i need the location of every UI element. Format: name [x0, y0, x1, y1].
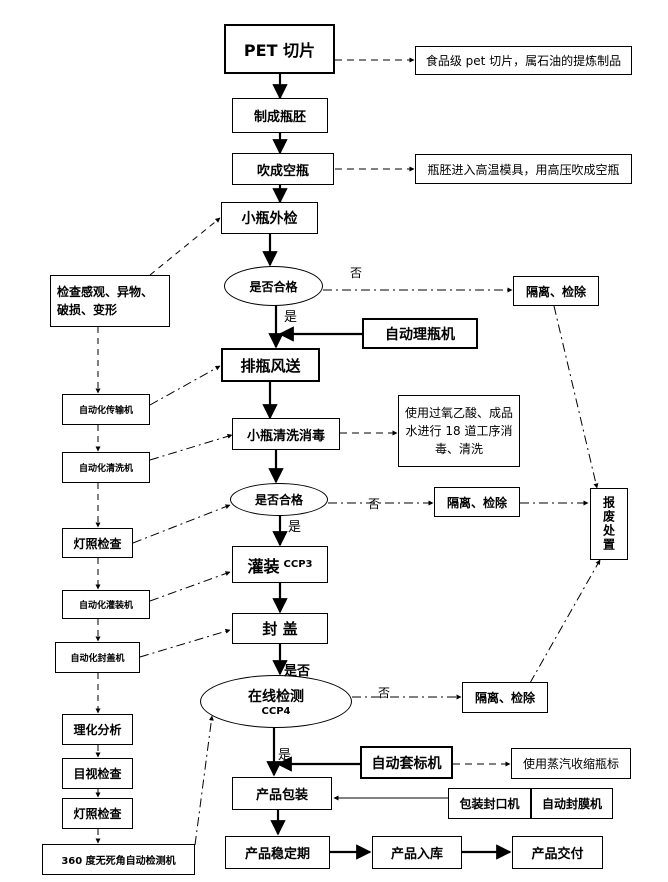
note-wash-disinfect: 使用过氧乙酸、成品水进行 18 道工序消毒、清洗 [398, 395, 520, 467]
node-visual-check: 目视检查 [62, 758, 133, 789]
node-film-sealer: 自动封膜机 [531, 788, 613, 819]
node-isolate-3: 隔离、检除 [462, 682, 548, 713]
label-no-1: 否 [350, 266, 363, 280]
node-packaging: 产品包装 [232, 777, 332, 810]
node-capping: 封 盖 [232, 613, 328, 644]
node-filling-label: 灌装 [247, 556, 280, 576]
node-filling: 灌装 CCP3 [232, 546, 328, 583]
node-check-appearance: 检查感观、异物、破损、变形 [50, 275, 170, 327]
node-auto-bottle-sorter: 自动理瓶机 [362, 318, 478, 349]
label-no-3: 否 [378, 686, 391, 700]
online-check-ccp: CCP4 [261, 706, 291, 717]
node-isolate-1: 隔离、检除 [513, 276, 599, 306]
node-filling-ccp: CCP3 [283, 559, 313, 570]
label-no-2: 否 [368, 497, 381, 511]
node-light-check-2: 灯照检查 [62, 798, 133, 829]
node-auto-capper: 自动化封盖机 [55, 642, 140, 673]
note-labeler: 使用蒸汽收缩瓶标 [511, 748, 631, 779]
node-air-conveyor: 排瓶风送 [221, 348, 320, 382]
node-360-detector: 360 度无死角自动检测机 [42, 844, 195, 875]
node-auto-filler: 自动化灌装机 [62, 590, 150, 619]
node-blow-bottle: 吹成空瓶 [232, 153, 334, 185]
node-wash-disinfect: 小瓶清洗消毒 [232, 418, 340, 450]
decision-qualified-1: 是否合格 [224, 266, 323, 306]
node-pet-chips: PET 切片 [224, 24, 335, 74]
node-storage: 产品入库 [372, 836, 462, 869]
node-physchem-analysis: 理化分析 [62, 714, 133, 745]
decision-qualified-1-label: 是否合格 [249, 279, 298, 294]
label-yes-no-3: 是否 [284, 664, 311, 679]
note-pet-chips: 食品级 pet 切片，属石油的提炼制品 [415, 46, 632, 75]
label-yes-3: 是 [278, 748, 292, 763]
node-light-check-1: 灯照检查 [62, 528, 133, 558]
decision-qualified-2: 是否合格 [230, 483, 328, 516]
node-isolate-2: 隔离、检除 [434, 487, 520, 517]
node-preform: 制成瓶胚 [232, 98, 328, 133]
node-pack-sealer: 包装封口机 [448, 788, 531, 819]
note-blow-bottle: 瓶胚进入高温模具，用高压吹成空瓶 [415, 154, 632, 184]
node-auto-washer: 自动化清洗机 [62, 452, 150, 483]
node-auto-conveyor: 自动化传输机 [62, 394, 150, 425]
online-check-label: 在线检测 [248, 689, 304, 705]
decision-online-check: 在线检测 CCP4 [200, 675, 352, 728]
decision-qualified-2-label: 是否合格 [254, 493, 303, 507]
node-auto-labeler: 自动套标机 [360, 746, 453, 779]
node-delivery: 产品交付 [512, 836, 603, 869]
label-yes-2: 是 [288, 520, 302, 535]
node-scrap: 报废处置 [590, 488, 628, 560]
node-bottle-inspection: 小瓶外检 [221, 202, 318, 234]
node-stabilize: 产品稳定期 [225, 836, 330, 869]
label-yes-1: 是 [284, 310, 298, 325]
